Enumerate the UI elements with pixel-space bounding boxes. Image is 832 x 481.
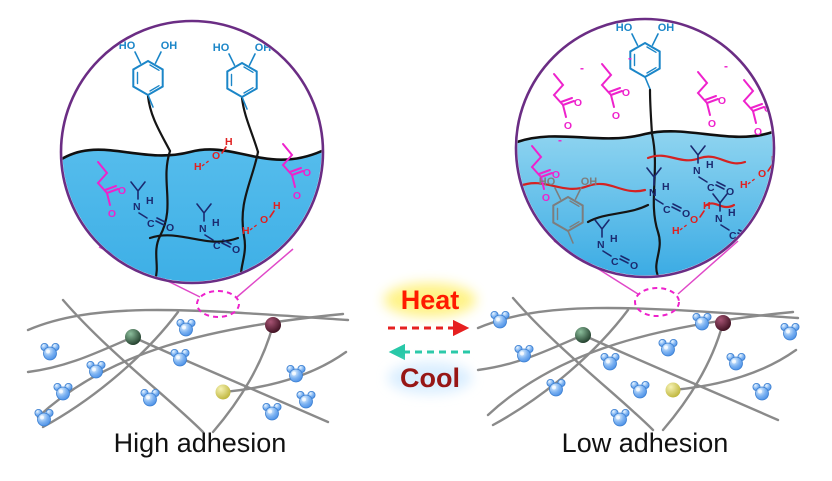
right-caption: Low adhesion [562, 428, 729, 458]
cool-glow [388, 362, 472, 394]
polymer-tail [240, 96, 260, 154]
right-magnified-view: - - - - - [514, 17, 776, 279]
zoom-cone-line [677, 240, 739, 295]
heat-glow [384, 283, 476, 317]
negative-charge: - [724, 59, 728, 73]
right-polymer-network [476, 296, 800, 432]
polymer-chain [650, 132, 661, 276]
left-magnified-view [59, 19, 325, 285]
water-molecule [53, 382, 73, 401]
water-molecule [296, 390, 316, 409]
cool-label: Cool [400, 363, 460, 393]
negative-charge: - [558, 133, 562, 147]
water-molecule [726, 352, 746, 371]
interface-line [517, 130, 773, 144]
water-molecule [658, 338, 678, 357]
negative-charge: - [628, 51, 632, 65]
negative-charge: - [580, 61, 584, 75]
left-water-molecules [34, 318, 316, 427]
polymer-chain [586, 203, 650, 224]
transition-arrows: Heat Cool [384, 283, 476, 394]
polymer-tail [146, 94, 172, 153]
water-molecule [490, 310, 510, 329]
left-caption: High adhesion [114, 428, 287, 458]
interface-line [62, 148, 322, 162]
right-circle-outline [514, 17, 776, 279]
water-molecule [262, 402, 282, 421]
zoom-source-ring [634, 287, 680, 317]
water-molecule [514, 344, 534, 363]
water-molecule [40, 342, 60, 361]
water-molecule [600, 352, 620, 371]
left-circle-outline [59, 19, 325, 285]
polymer-chain [148, 234, 240, 243]
water-molecule [752, 382, 772, 401]
heat-label: Heat [401, 285, 460, 315]
water-molecule [140, 388, 160, 407]
water-molecule [170, 348, 190, 367]
right-zoom-indicator [553, 240, 739, 317]
water-phase [62, 149, 322, 282]
water-molecule [780, 322, 800, 341]
water-molecule [86, 360, 106, 379]
polymer-tail [648, 88, 654, 136]
water-molecule [630, 380, 650, 399]
collapsed-chain [646, 154, 747, 165]
zoom-cone-line [236, 248, 294, 298]
negative-charge: - [768, 69, 772, 83]
zoom-source-ring [196, 290, 240, 318]
water-molecule [692, 312, 712, 331]
water-molecule [176, 318, 196, 337]
water-molecule [610, 408, 630, 427]
